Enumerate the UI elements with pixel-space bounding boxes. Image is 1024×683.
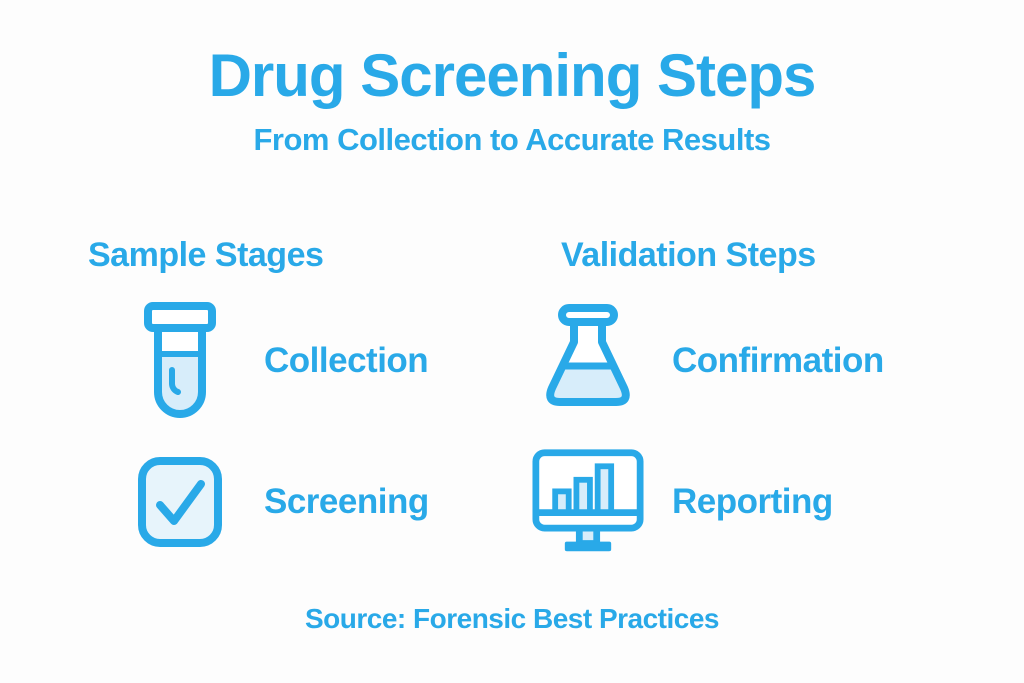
list-item: Collection: [124, 301, 526, 421]
list-item: Reporting: [532, 447, 964, 557]
flask-icon-svg: [546, 304, 630, 406]
flask-icon: [532, 301, 644, 421]
source-caption: Source: Forensic Best Practices: [304, 603, 720, 634]
test-tube-icon-svg: [144, 302, 216, 418]
item-label: Screening: [264, 482, 429, 521]
monitor-bar-chart-icon: [532, 447, 644, 557]
content-columns: Sample Stages Collection: [0, 236, 1024, 557]
column-heading: Validation Steps: [561, 236, 816, 274]
list-item: Screening: [124, 447, 526, 557]
checkbox-check-icon-svg: [138, 457, 222, 547]
page-subtitle: From Collection to Accurate Results: [253, 122, 771, 157]
list-item: Confirmation: [532, 301, 964, 421]
column-validation-steps: Validation Steps Confirmation: [526, 236, 964, 557]
item-label: Reporting: [672, 482, 833, 521]
column-sample-stages: Sample Stages Collection: [88, 236, 526, 557]
checkbox-check-icon: [124, 447, 236, 557]
column-heading: Sample Stages: [88, 236, 324, 274]
monitor-bar-chart-icon-svg: [532, 449, 644, 552]
item-label: Collection: [264, 341, 429, 380]
item-label: Confirmation: [672, 341, 884, 380]
page-title: Drug Screening Steps: [208, 42, 817, 109]
test-tube-icon: [124, 301, 236, 421]
